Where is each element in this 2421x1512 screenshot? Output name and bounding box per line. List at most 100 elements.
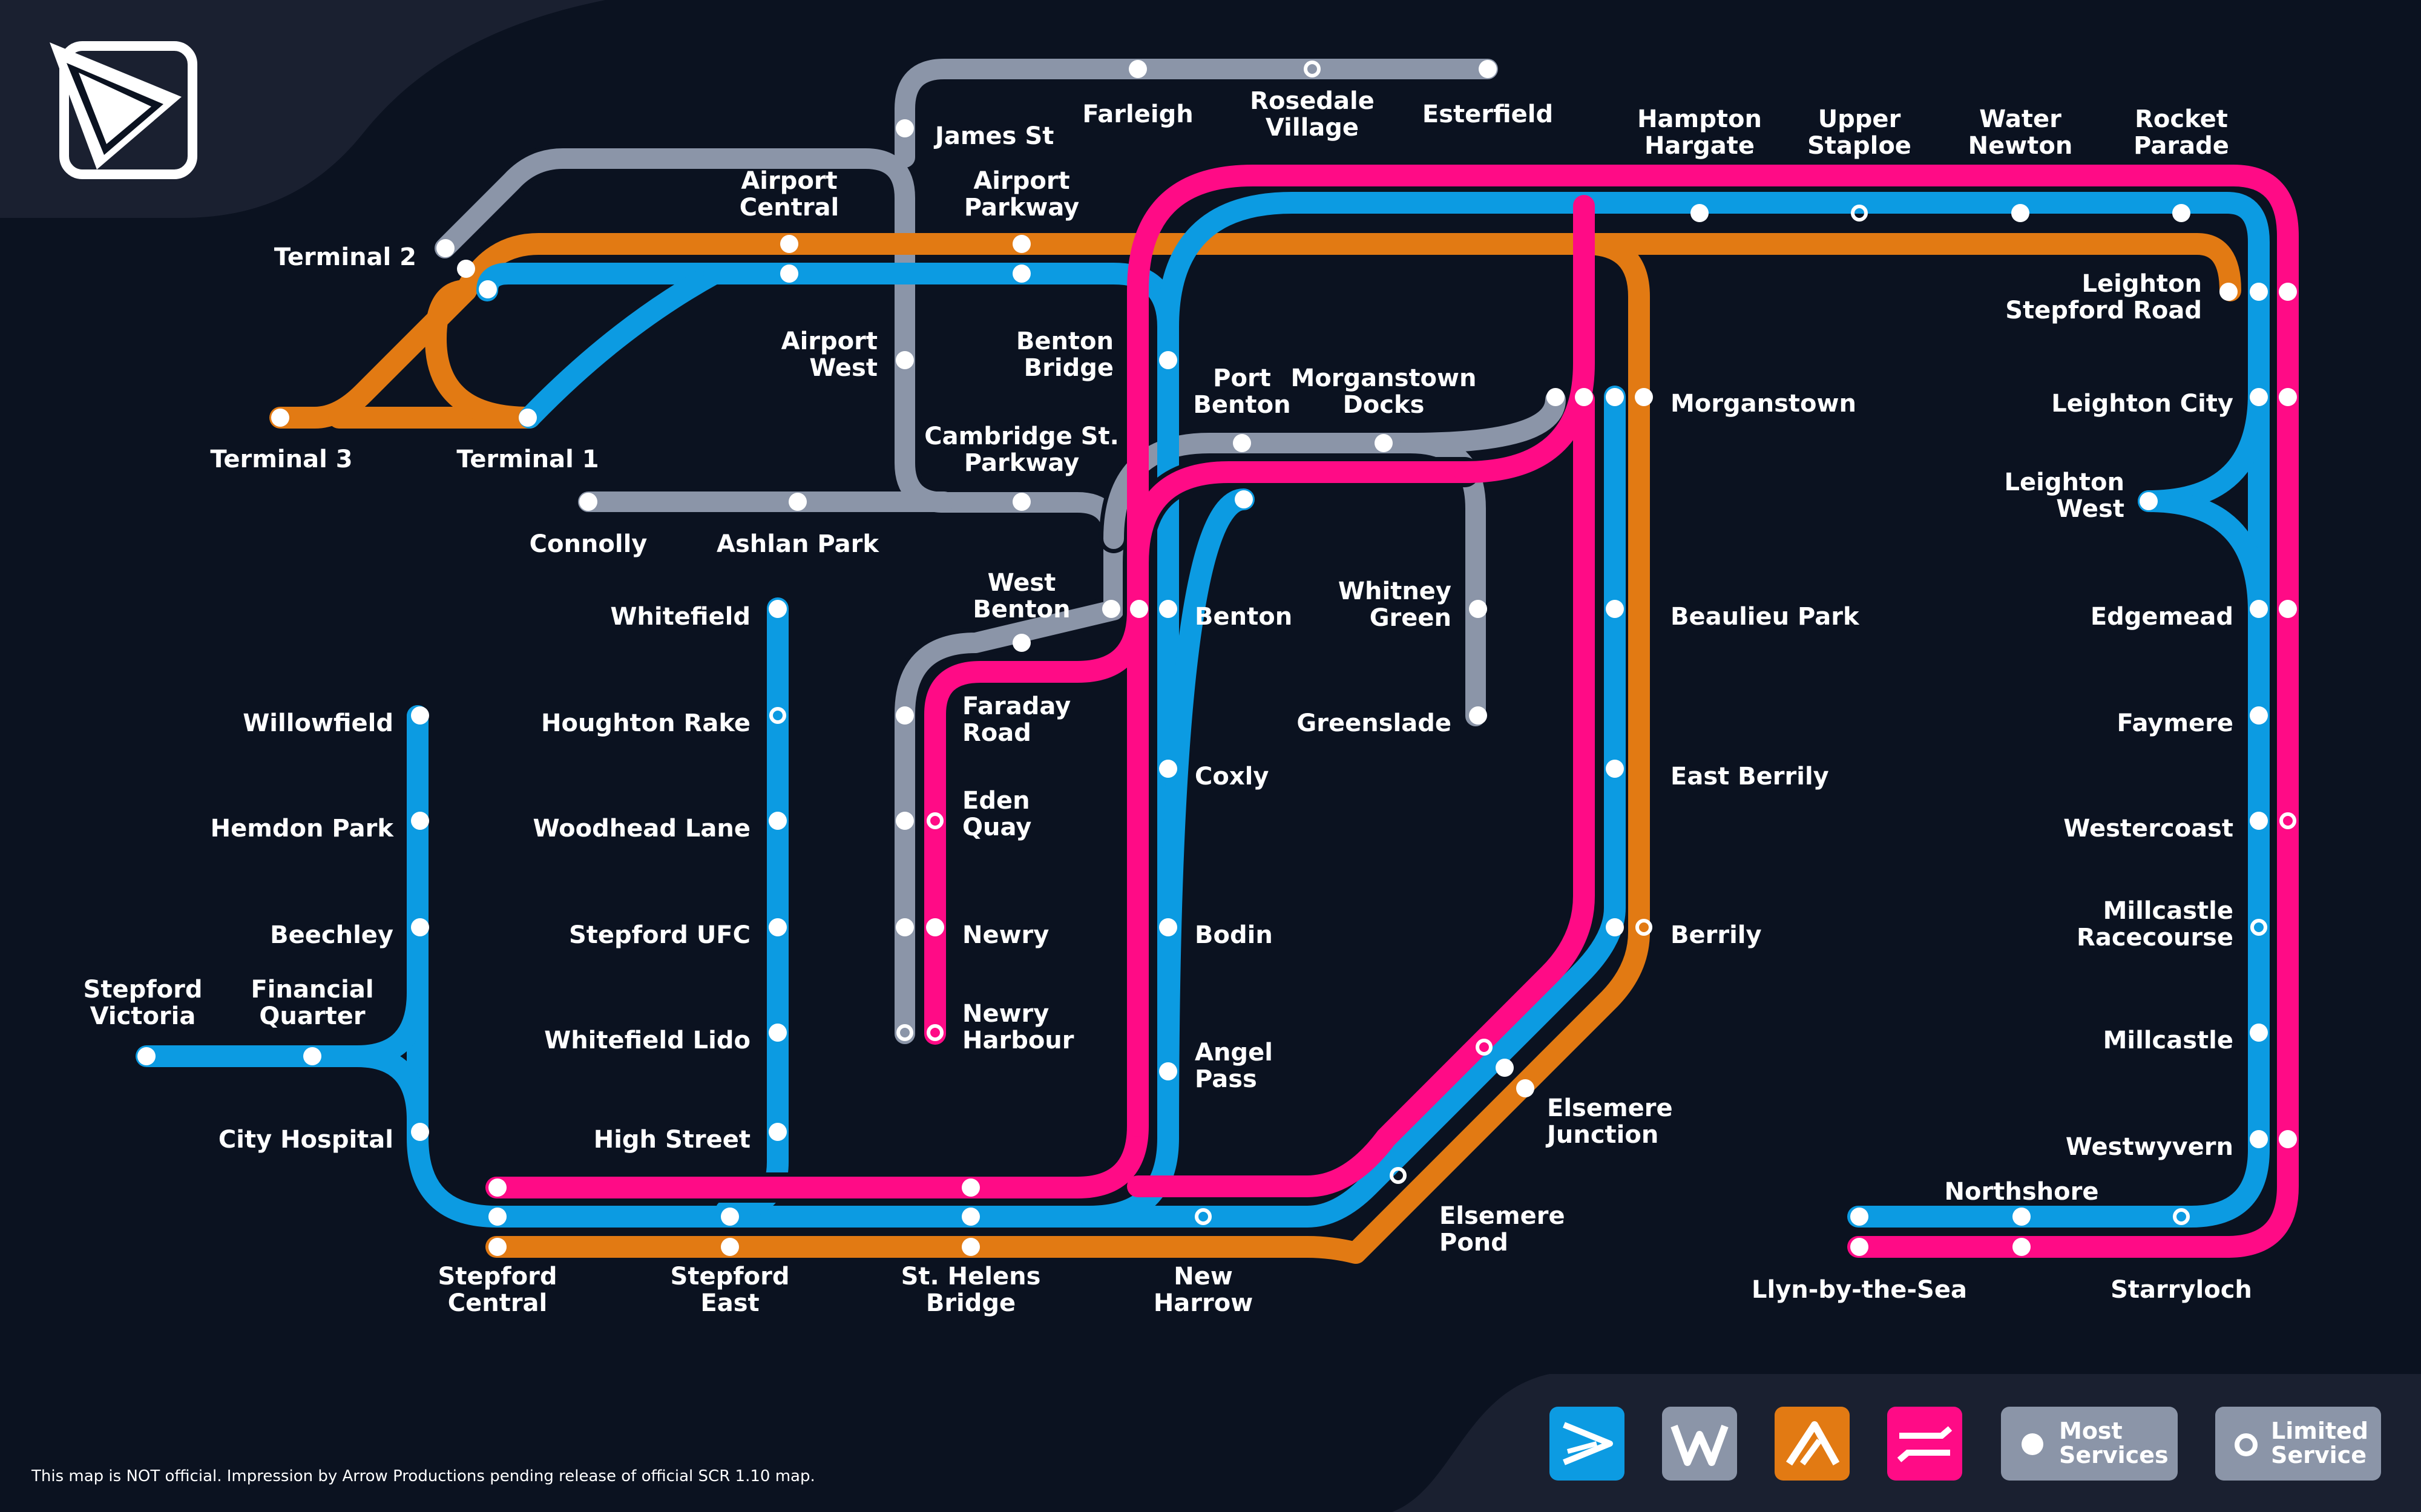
station-dot[interactable] — [1690, 204, 1709, 222]
limited-station-dot[interactable] — [2173, 1208, 2190, 1225]
station-dot[interactable] — [1516, 1079, 1534, 1097]
station-dot[interactable] — [1469, 706, 1487, 725]
station-label-cambridge-st-parkway[interactable]: Cambridge St.Parkway — [924, 422, 1119, 477]
station-label-farleigh[interactable]: Farleigh — [1082, 100, 1193, 128]
station-dot[interactable] — [780, 265, 798, 283]
station-dot[interactable] — [1375, 434, 1393, 452]
station-dot[interactable] — [1479, 60, 1497, 78]
limited-station-dot[interactable] — [896, 1024, 913, 1041]
station-dot[interactable] — [1159, 760, 1177, 778]
station-label-greenslade[interactable]: Greenslade — [1296, 709, 1451, 737]
station-dot[interactable] — [488, 1238, 507, 1256]
station-dot[interactable] — [1235, 490, 1253, 508]
station-dot[interactable] — [137, 1047, 156, 1065]
limited-station-dot[interactable] — [1476, 1039, 1493, 1056]
station-label-morganstown[interactable]: Morganstown — [1670, 390, 1856, 418]
station-dot[interactable] — [1013, 235, 1031, 253]
station-label-james-st[interactable]: James St — [933, 122, 1054, 150]
station-dot[interactable] — [1850, 1238, 1868, 1256]
station-dot[interactable] — [1606, 760, 1624, 778]
station-dot[interactable] — [1159, 1062, 1177, 1080]
station-dot[interactable] — [2012, 1208, 2031, 1226]
station-label-terminal-1[interactable]: Terminal 1 — [456, 445, 599, 473]
station-label-houghton-rake[interactable]: Houghton Rake — [541, 709, 751, 737]
station-dot[interactable] — [1013, 634, 1031, 652]
station-dot[interactable] — [926, 918, 944, 936]
station-dot[interactable] — [303, 1047, 321, 1065]
station-dot[interactable] — [1159, 351, 1177, 369]
station-dot[interactable] — [1606, 918, 1624, 936]
station-dot[interactable] — [1606, 600, 1624, 618]
station-label-westercoast[interactable]: Westercoast — [2063, 815, 2233, 843]
station-label-connolly[interactable]: Connolly — [530, 530, 648, 558]
station-dot[interactable] — [1546, 388, 1565, 406]
station-label-city-hospital[interactable]: City Hospital — [218, 1126, 393, 1154]
station-label-hemdon-park[interactable]: Hemdon Park — [211, 815, 395, 843]
station-dot[interactable] — [2250, 706, 2268, 725]
station-dot[interactable] — [2279, 600, 2297, 618]
station-dot[interactable] — [769, 918, 787, 936]
station-dot[interactable] — [1850, 1208, 1868, 1226]
station-dot[interactable] — [2250, 812, 2268, 830]
station-label-leighton-city[interactable]: Leighton City — [2051, 390, 2233, 418]
station-label-westwyvern[interactable]: Westwyvern — [2066, 1133, 2233, 1161]
orange-line-key[interactable] — [1775, 1407, 1850, 1481]
station-dot[interactable] — [962, 1208, 980, 1226]
station-dot[interactable] — [962, 1238, 980, 1256]
station-dot[interactable] — [1159, 600, 1177, 618]
station-label-ashlan-park[interactable]: Ashlan Park — [717, 530, 879, 558]
station-label-whitefield-lido[interactable]: Whitefield Lido — [544, 1027, 751, 1054]
station-dot[interactable] — [2140, 492, 2158, 510]
station-label-bodin[interactable]: Bodin — [1195, 921, 1273, 949]
limited-station-dot[interactable] — [927, 1024, 944, 1041]
station-dot[interactable] — [1129, 60, 1147, 78]
station-label-terminal-3[interactable]: Terminal 3 — [210, 445, 352, 473]
station-dot[interactable] — [1130, 600, 1148, 618]
station-dot[interactable] — [411, 918, 429, 936]
station-dot[interactable] — [769, 1123, 787, 1141]
limited-station-dot[interactable] — [769, 707, 786, 724]
station-dot[interactable] — [488, 1208, 507, 1226]
station-dot[interactable] — [769, 600, 787, 618]
limited-service-key[interactable]: Limited Service — [2215, 1407, 2381, 1481]
station-label-whitefield[interactable]: Whitefield — [610, 603, 751, 631]
station-dot[interactable] — [2250, 1024, 2268, 1042]
station-label-llyn-by-the-sea[interactable]: Llyn-by-the-Sea — [1752, 1276, 1967, 1304]
station-dot[interactable] — [2250, 1130, 2268, 1148]
station-dot[interactable] — [2250, 388, 2268, 406]
station-dot[interactable] — [457, 260, 475, 278]
station-dot[interactable] — [2012, 1238, 2031, 1256]
station-dot[interactable] — [488, 1178, 507, 1197]
station-dot[interactable] — [721, 1208, 739, 1226]
limited-station-dot[interactable] — [927, 812, 944, 829]
station-label-northshore[interactable]: Northshore — [1945, 1178, 2099, 1206]
station-dot[interactable] — [962, 1178, 980, 1197]
station-label-beaulieu-park[interactable]: Beaulieu Park — [1670, 603, 1860, 631]
station-dot[interactable] — [2250, 283, 2268, 301]
station-dot[interactable] — [411, 706, 429, 725]
station-label-willowfield[interactable]: Willowfield — [243, 709, 393, 737]
station-label-high-street[interactable]: High Street — [594, 1126, 751, 1154]
most-services-key[interactable]: Most Services — [2001, 1407, 2178, 1481]
station-dot[interactable] — [1013, 493, 1031, 511]
station-dot[interactable] — [896, 706, 914, 725]
